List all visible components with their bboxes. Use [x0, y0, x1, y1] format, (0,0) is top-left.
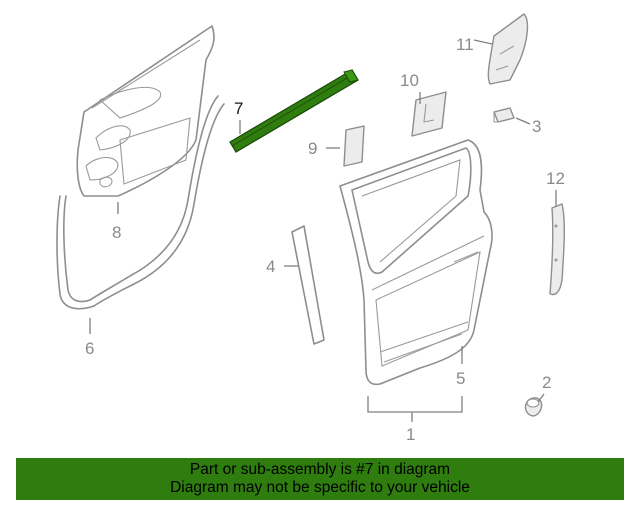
callout-9[interactable]: 9 [308, 139, 317, 158]
parts-diagram: 7 8 6 9 10 11 3 4 5 12 2 1 [56, 13, 566, 444]
part-2-plug[interactable] [524, 397, 543, 417]
callout-4[interactable]: 4 [266, 257, 275, 276]
callouts: 7 8 6 9 10 11 3 4 5 12 2 1 [85, 35, 565, 444]
callout-5[interactable]: 5 [456, 369, 465, 388]
info-banner: Part or sub-assembly is #7 in diagram Di… [16, 458, 624, 500]
part-10-bracket[interactable] [411, 91, 447, 137]
callout-8[interactable]: 8 [112, 223, 121, 242]
callout-2[interactable]: 2 [542, 373, 551, 392]
callout-1[interactable]: 1 [406, 425, 415, 444]
part-3-clip[interactable] [493, 107, 515, 123]
part-7-belt-molding[interactable] [229, 69, 359, 153]
part-9-pad[interactable] [343, 125, 365, 167]
part-11-shield[interactable] [487, 13, 529, 85]
leader-lines [89, 39, 557, 422]
part-1-door-shell[interactable] [339, 139, 493, 386]
banner-line-part: Part or sub-assembly is #7 in diagram [189, 461, 451, 478]
callout-6[interactable]: 6 [85, 339, 94, 358]
callout-12[interactable]: 12 [546, 169, 565, 188]
callout-7[interactable]: 7 [234, 99, 243, 118]
part-12-sash[interactable] [549, 203, 566, 296]
banner-line-disclaimer: Diagram may not be specific to your vehi… [170, 479, 470, 496]
part-8-door-trim[interactable] [76, 25, 215, 197]
part-6-weatherstrip[interactable] [56, 95, 225, 310]
callout-10[interactable]: 10 [400, 71, 419, 90]
part-4-trim-strip[interactable] [291, 225, 325, 345]
callout-11[interactable]: 11 [456, 35, 474, 54]
callout-3[interactable]: 3 [532, 117, 541, 136]
